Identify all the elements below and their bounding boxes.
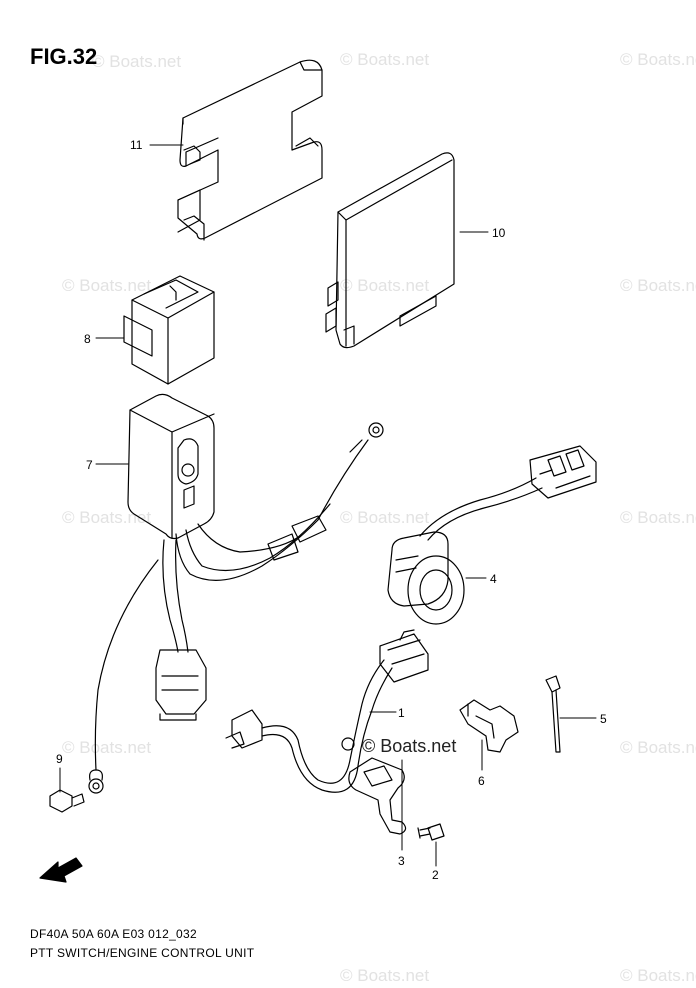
part-2-screw [417, 823, 445, 841]
watermark: © Boats.net [340, 276, 430, 295]
watermark: © Boats.net [620, 738, 696, 757]
footer-description: PTT SWITCH/ENGINE CONTROL UNIT [30, 946, 255, 960]
part-5-cable-tie [545, 675, 561, 753]
watermark: © Boats.net [620, 508, 696, 527]
callout-9: 9 [56, 752, 63, 766]
callout-11: 11 [130, 138, 143, 152]
callout-7: 7 [86, 458, 93, 472]
watermark: © Boats.net [340, 966, 430, 985]
callout-10: 10 [492, 226, 506, 240]
callout-3: 3 [398, 854, 405, 868]
part-8-relay [123, 275, 215, 385]
callout-8: 8 [84, 332, 91, 346]
callout-1: 1 [398, 706, 405, 720]
part-3-bracket [348, 757, 407, 835]
watermark: © Boats.net [620, 966, 696, 985]
watermark: © Boats.net [62, 508, 152, 527]
footer-model: DF40A 50A 60A E03 012_032 [30, 927, 197, 941]
fwd-arrow-icon [39, 857, 83, 883]
watermark: © Boats.net [62, 738, 152, 757]
callout-5: 5 [600, 712, 607, 726]
brand-watermark: © Boats.net [362, 736, 457, 756]
part-4-switch-harness [387, 445, 597, 625]
leader-lines [59, 144, 597, 867]
part-11-cover [177, 59, 323, 241]
part-6-clip [459, 699, 519, 753]
callout-2: 2 [432, 868, 439, 882]
part-9-bolt [49, 789, 85, 813]
callout-6: 6 [478, 774, 485, 788]
watermark: © Boats.net [62, 276, 152, 295]
part-1-sensor-harness [225, 629, 429, 793]
part-10-ecu [325, 152, 455, 349]
watermark: © Boats.net [620, 50, 696, 69]
part-7-ptt-switch [88, 393, 384, 794]
callout-4: 4 [490, 572, 497, 586]
watermark: © Boats.net [92, 52, 182, 71]
watermark: © Boats.net [340, 50, 430, 69]
watermark: © Boats.net [620, 276, 696, 295]
watermark: © Boats.net [340, 508, 430, 527]
figure-title: FIG.32 [30, 44, 98, 69]
